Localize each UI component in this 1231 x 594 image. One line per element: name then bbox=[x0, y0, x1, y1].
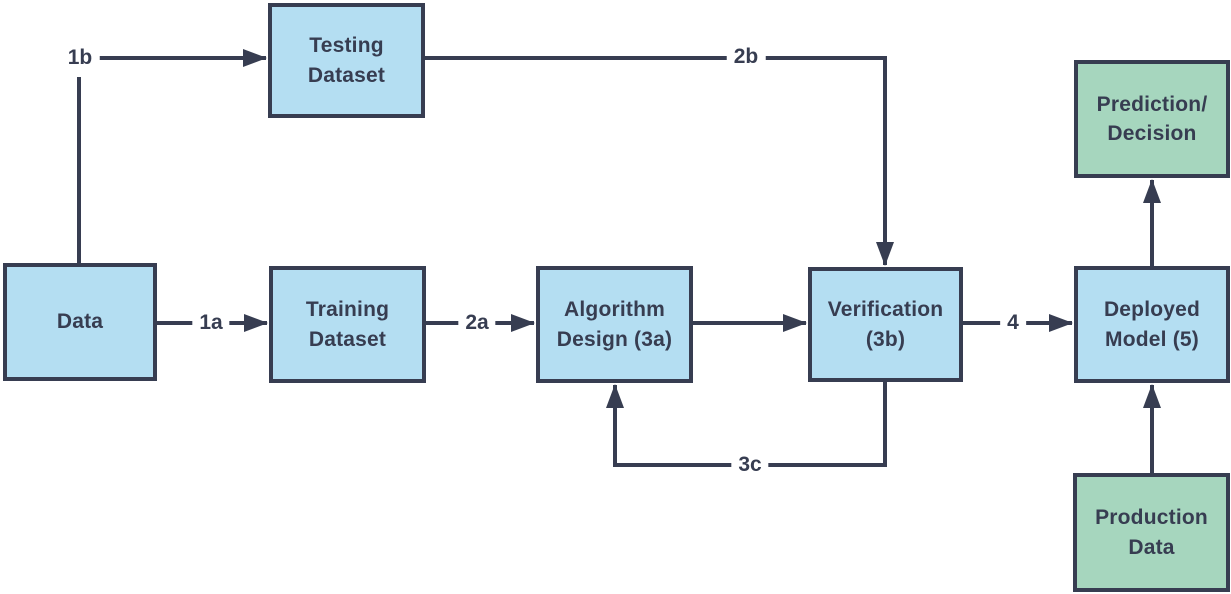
edge-2b bbox=[425, 56, 894, 266]
node-training-dataset-label: Training Dataset bbox=[305, 298, 390, 351]
node-algorithm-design-label: Algorithm Design (3a) bbox=[556, 298, 673, 351]
node-prediction-decision-label: Prediction/ Decision bbox=[1096, 92, 1208, 145]
edge-label-2a: 2a bbox=[458, 310, 496, 336]
node-testing-dataset: Testing Dataset bbox=[268, 3, 425, 118]
edge-label-3c: 3c bbox=[731, 452, 769, 478]
node-verification-label: Verification (3b) bbox=[827, 298, 944, 351]
node-production-data-label: Production Data bbox=[1095, 506, 1208, 559]
node-data: Data bbox=[3, 263, 157, 381]
node-data-label: Data bbox=[56, 310, 104, 334]
node-training-dataset: Training Dataset bbox=[269, 266, 426, 383]
node-deployed-model: Deployed Model (5) bbox=[1074, 266, 1230, 383]
node-deployed-model-label: Deployed Model (5) bbox=[1103, 298, 1201, 351]
edge-label-2b: 2b bbox=[726, 44, 766, 70]
node-testing-dataset-label: Testing Dataset bbox=[307, 34, 386, 87]
edge-label-4: 4 bbox=[1000, 310, 1026, 336]
node-production-data: Production Data bbox=[1073, 473, 1230, 592]
edge-label-1a: 1a bbox=[192, 310, 230, 336]
node-algorithm-design: Algorithm Design (3a) bbox=[536, 266, 693, 383]
node-prediction-decision: Prediction/ Decision bbox=[1074, 60, 1230, 178]
edge-label-1b: 1b bbox=[60, 45, 100, 71]
node-verification: Verification (3b) bbox=[808, 267, 963, 382]
